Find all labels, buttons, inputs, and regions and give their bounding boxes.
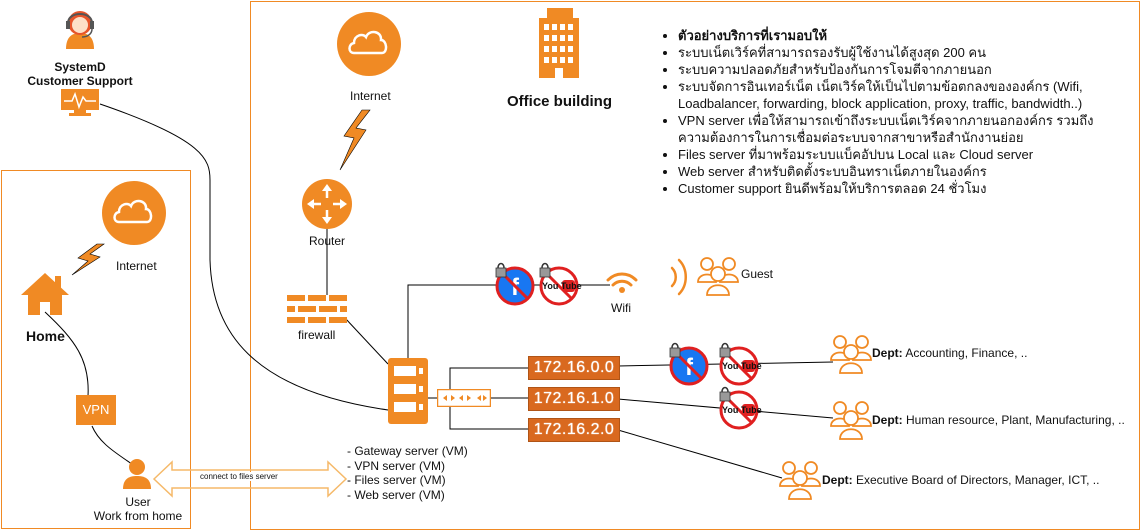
blocked-youtube-icon: You Tube (537, 262, 582, 306)
dept-label: Dept: Human resource, Plant, Manufacturi… (872, 413, 1125, 427)
dept-label: Dept: Executive Board of Directors, Mana… (822, 473, 1100, 487)
blocked-facebook-icon: f (495, 262, 535, 306)
wifi-icon (606, 272, 638, 293)
guest-label: Guest (741, 267, 774, 281)
home-internet-label: Internet (116, 259, 157, 273)
support-title-line1: SystemD (54, 60, 106, 74)
vpn-label: VPN (82, 402, 110, 417)
services-panel: ตัวอย่างบริการที่เรามอบให้ ระบบเน็ตเวิร์… (662, 27, 1122, 197)
dept-people-icon (830, 401, 872, 440)
service-item: ระบบจัดการอินเทอร์เน็ต เน็ตเวิร์คให้เป็น… (678, 78, 1122, 112)
subnet-label: 172.16.0.0 (533, 359, 615, 376)
dept-people-icon (830, 335, 872, 374)
user-sublabel: Work from home (93, 509, 183, 523)
support-title-line2: Customer Support (27, 74, 133, 88)
services-heading: ตัวอย่างบริการที่เรามอบให้ (678, 27, 1122, 44)
server-item: - Web server (VM) (347, 487, 445, 502)
cloud-icon (337, 12, 401, 76)
home-frame (1, 170, 191, 529)
youtube-text: You Tube (722, 361, 762, 371)
service-item: Web server สำหรับติดตั้งระบบอินทราเน็ตภา… (678, 163, 1122, 180)
connect-arrow-icon (152, 460, 348, 498)
blocked-facebook-icon: f (669, 342, 709, 386)
service-item: ระบบเน็ตเวิร์คที่สามารถรองรับผู้ใช้งานได… (678, 44, 1122, 61)
blocked-youtube-icon: You Tube (717, 386, 762, 430)
router-label: Router (309, 234, 346, 248)
cloud-icon (102, 181, 166, 245)
youtube-text: You Tube (542, 281, 582, 291)
service-item: Files server ที่มาพร้อมระบบแบ็คอัปบน Loc… (678, 146, 1122, 163)
support-agent-icon (66, 11, 94, 49)
subnet-box: 172.16.0.0 (528, 356, 620, 380)
user-icon (123, 459, 151, 489)
server-item: - VPN server (VM) (347, 458, 446, 473)
server-item: - Gateway server (VM) (347, 444, 468, 458)
lightning-icon (71, 243, 105, 276)
home-label: Home (26, 328, 65, 344)
connect-label: connect to files server (200, 472, 278, 481)
firewall-icon (287, 295, 347, 323)
switch-icon (437, 389, 491, 407)
guest-people-icon (697, 257, 739, 296)
router-icon (302, 179, 352, 229)
building-icon (539, 8, 579, 78)
home-icon (21, 273, 69, 315)
office-frame (250, 1, 1140, 530)
monitor-icon (61, 89, 99, 116)
server-item: - Files server (VM) (347, 473, 446, 487)
subnet-label: 172.16.1.0 (533, 390, 615, 407)
signal-waves-icon (670, 258, 687, 296)
office-internet-label: Internet (350, 89, 391, 103)
user-label: User (125, 495, 151, 509)
subnet-label: 172.16.2.0 (533, 421, 615, 438)
vpn-box: VPN (76, 395, 116, 425)
wifi-label: Wifi (611, 301, 631, 315)
server-icon (388, 358, 428, 424)
service-item: Customer support ยินดีพร้อมให้บริการตลอด… (678, 180, 1122, 197)
blocked-youtube-icon: You Tube (717, 342, 762, 386)
subnet-box: 172.16.2.0 (528, 418, 620, 442)
subnet-box: 172.16.1.0 (528, 387, 620, 411)
server-list: - Gateway server (VM) - VPN server (VM) … (347, 444, 468, 502)
building-label: Office building (507, 93, 612, 110)
dept-people-icon (779, 461, 821, 500)
firewall-label: firewall (298, 328, 336, 342)
youtube-text: You Tube (722, 405, 762, 415)
dept-label: Dept: Accounting, Finance, .. (872, 346, 1028, 360)
service-item: ระบบความปลอดภัยสำหรับป้องกันการโจมตีจากภ… (678, 61, 1122, 78)
lightning-icon (339, 109, 371, 171)
service-item: VPN server เพื่อให้สามารถเข้าถึงระบบเน็ต… (678, 112, 1122, 146)
